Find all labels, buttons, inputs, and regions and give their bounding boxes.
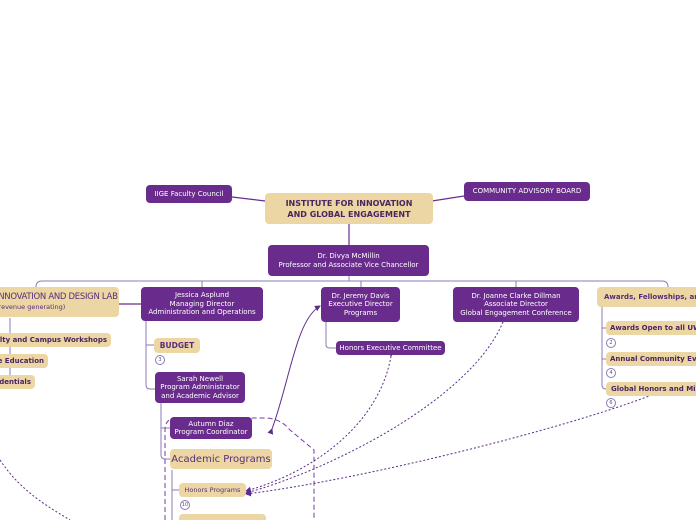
budget-node[interactable]: BUDGET bbox=[154, 338, 200, 353]
awards-item-label: Global Honors and Mi bbox=[611, 385, 696, 393]
advisory-board-label: COMMUNITY ADVISORY BOARD bbox=[472, 187, 582, 196]
design-lab-item[interactable]: Faculty and Campus Workshops bbox=[0, 333, 111, 347]
awards-item-label: Annual Community Ev bbox=[610, 355, 696, 363]
awards-item-count-badge[interactable]: 6 bbox=[606, 398, 616, 408]
diaz-node[interactable]: Autumn Diaz Program Coordinator bbox=[170, 417, 252, 439]
davis-node[interactable]: Dr. Jeremy Davis Executive Director Prog… bbox=[321, 287, 400, 322]
dillman-title-2: Global Engagement Conference bbox=[460, 308, 572, 317]
diaz-title: Program Coordinator bbox=[174, 428, 248, 436]
honors-committee-node[interactable]: Honors Executive Committee bbox=[336, 341, 445, 355]
academic-programs-label: Academic Programs bbox=[171, 453, 271, 465]
budget-label: BUDGET bbox=[159, 341, 195, 350]
awards-item-label: Awards Open to all UW bbox=[610, 324, 696, 332]
director-branch-bar bbox=[35, 276, 669, 288]
advisory-board-connector bbox=[431, 195, 465, 202]
design-lab-item[interactable]: Credentials bbox=[0, 375, 35, 389]
asplund-title-1: Managing Director bbox=[169, 299, 235, 308]
awards-label: Awards, Fellowships, and bbox=[604, 293, 696, 301]
awards-item-count-badge[interactable]: 2 bbox=[606, 338, 616, 348]
davis-title-2: Programs bbox=[343, 308, 378, 317]
davis-title-1: Executive Director bbox=[328, 300, 393, 309]
academic-program-item[interactable] bbox=[179, 514, 266, 520]
diaz-name: Autumn Diaz bbox=[188, 419, 234, 428]
design-lab-subtitle: (revenue generating) bbox=[0, 303, 66, 311]
budget-count-badge[interactable]: 3 bbox=[155, 355, 165, 365]
awards-item[interactable]: Global Honors and Mi bbox=[606, 382, 696, 396]
honors-programs-count-badge[interactable]: 10 bbox=[180, 500, 190, 510]
awards-item-count-badge[interactable]: 4 bbox=[606, 368, 616, 378]
dillman-name: Dr. Joanne Clarke Dillman bbox=[471, 291, 561, 300]
asplund-name: Jessica Asplund bbox=[174, 291, 230, 300]
committee-honors-relationship bbox=[245, 350, 395, 493]
offscreen-relationship bbox=[0, 459, 71, 520]
root-node[interactable]: INSTITUTE FOR INNOVATION AND GLOBAL ENGA… bbox=[265, 193, 433, 224]
design-lab-title: INNOVATION AND DESIGN LAB bbox=[0, 292, 118, 302]
root-title-line-1: INSTITUTE FOR INNOVATION bbox=[285, 198, 413, 208]
awards-item[interactable]: Annual Community Ev bbox=[606, 352, 696, 366]
honors-programs-label: Honors Programs bbox=[184, 486, 241, 494]
design-lab-item[interactable]: Online Education bbox=[0, 354, 48, 368]
design-lab-item-label: Faculty and Campus Workshops bbox=[0, 336, 107, 344]
director-title: Professor and Associate Vice Chancellor bbox=[278, 260, 419, 269]
director-name: Dr. Divya McMillin bbox=[317, 252, 380, 260]
root-title-line-2: AND GLOBAL ENGAGEMENT bbox=[287, 209, 411, 219]
faculty-council-connector bbox=[231, 196, 266, 202]
director-node[interactable]: Dr. Divya McMillin Professor and Associa… bbox=[268, 245, 429, 276]
faculty-council-node[interactable]: IIGE Faculty Council bbox=[146, 185, 232, 203]
design-lab-item-label: Credentials bbox=[0, 378, 31, 386]
academic-programs-node[interactable]: Academic Programs bbox=[170, 449, 272, 469]
asplund-title-2: Administration and Operations bbox=[148, 308, 256, 317]
davis-name: Dr. Jeremy Davis bbox=[331, 291, 390, 300]
advisory-board-node[interactable]: COMMUNITY ADVISORY BOARD bbox=[464, 182, 590, 201]
dillman-title-1: Associate Director bbox=[484, 300, 548, 309]
newell-name: Sarah Newell bbox=[176, 374, 224, 383]
awards-node[interactable]: Awards, Fellowships, and bbox=[597, 287, 696, 307]
design-lab-node[interactable]: INNOVATION AND DESIGN LAB (revenue gener… bbox=[0, 287, 119, 317]
honors-programs-node[interactable]: Honors Programs bbox=[179, 483, 246, 497]
design-lab-item-label: Online Education bbox=[0, 357, 44, 365]
davis-programs-relationship bbox=[267, 305, 321, 435]
awards-item[interactable]: Awards Open to all UW bbox=[606, 321, 696, 335]
faculty-council-label: IIGE Faculty Council bbox=[154, 189, 224, 198]
newell-title-2: and Academic Advisor bbox=[161, 391, 239, 400]
dillman-node[interactable]: Dr. Joanne Clarke Dillman Associate Dire… bbox=[453, 287, 579, 322]
newell-title-1: Program Administrator bbox=[160, 383, 240, 392]
global-honors-relationship bbox=[245, 390, 658, 497]
honors-committee-label: Honors Executive Committee bbox=[339, 343, 442, 352]
newell-node[interactable]: Sarah Newell Program Administrator and A… bbox=[155, 372, 245, 403]
asplund-node[interactable]: Jessica Asplund Managing Director Admini… bbox=[141, 287, 263, 321]
